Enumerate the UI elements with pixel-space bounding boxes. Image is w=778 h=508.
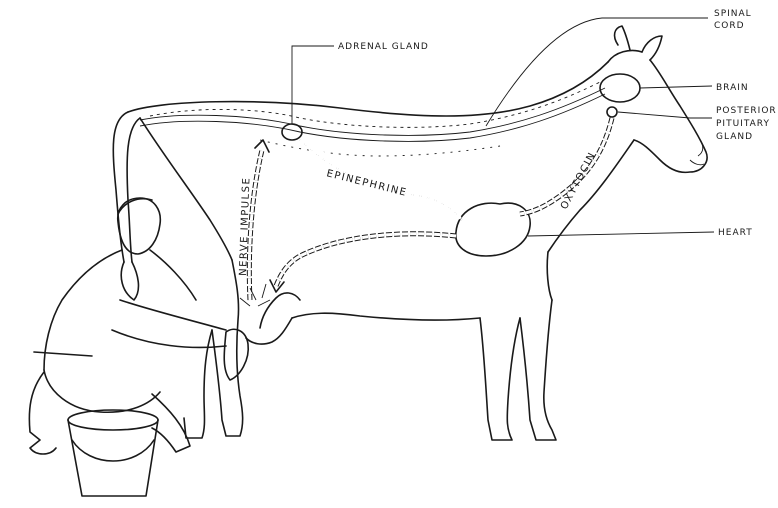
label-heart: HEART [718, 228, 753, 238]
label-posterior-pituitary-line2: PITUITARY [716, 119, 770, 129]
label-nerve-impulse: NERVE IMPULSE [238, 177, 252, 277]
label-spinal-cord-line1: SPINAL [714, 9, 752, 19]
nerve-impulse-chain [249, 140, 269, 300]
label-oxytocin: OXYTOCIN [559, 150, 599, 211]
label-posterior-pituitary-line1: POSTERIOR [716, 106, 777, 116]
label-adrenal-gland: ADRENAL GLAND [338, 42, 429, 52]
label-posterior-pituitary-line3: GLAND [716, 132, 753, 142]
heart-to-udder-chain [270, 234, 456, 292]
pituitary-shape [607, 107, 617, 117]
heart-shape [456, 203, 530, 256]
epinephrine-chain [300, 140, 462, 220]
brain-shape [600, 74, 640, 102]
label-brain: BRAIN [716, 83, 749, 93]
spinal-cord [140, 82, 605, 156]
label-spinal-cord-line2: CORD [714, 21, 745, 31]
label-epinephrine: EPINEPHRINE [325, 168, 408, 199]
milker-illustration [29, 198, 270, 496]
